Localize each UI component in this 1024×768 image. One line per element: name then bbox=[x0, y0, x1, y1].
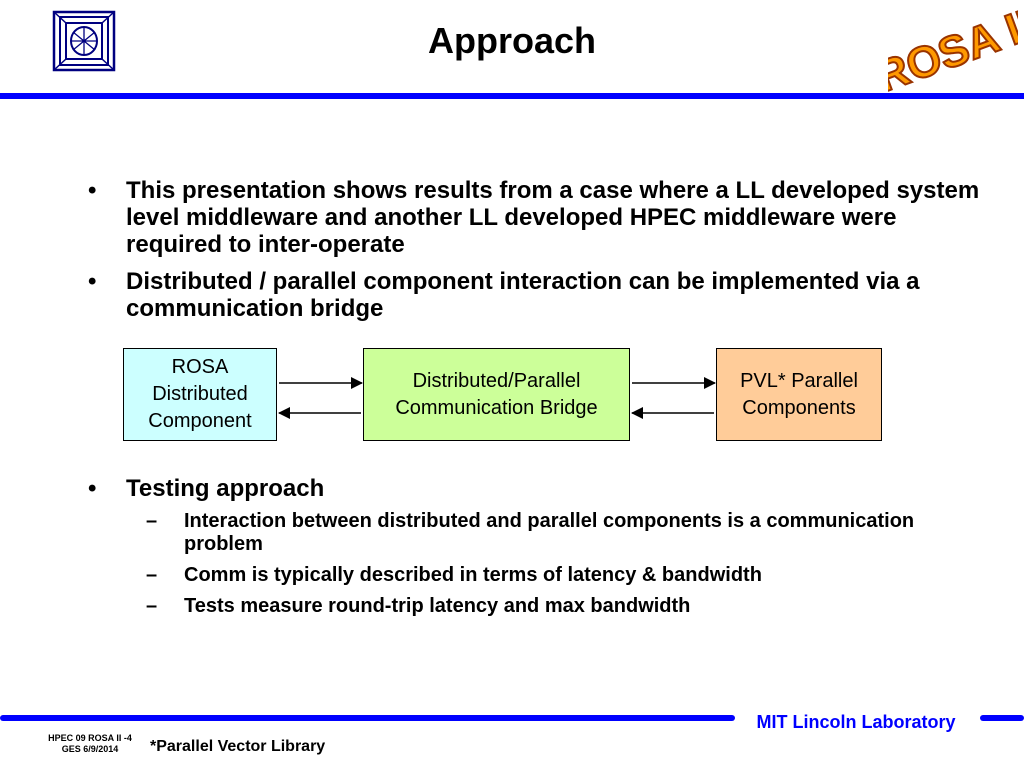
box-line: Component bbox=[148, 410, 252, 432]
box-line: Communication Bridge bbox=[395, 396, 598, 419]
bullet-marker: • bbox=[88, 268, 97, 295]
box-line: ROSA bbox=[171, 356, 229, 378]
sub-text: Comm is typically described in terms of … bbox=[184, 564, 762, 586]
lincoln-lab-logo-icon bbox=[52, 10, 116, 72]
bullet-text: This presentation shows results from a c… bbox=[126, 177, 980, 258]
rosa-component-box: ROSA Distributed Component bbox=[123, 348, 277, 441]
bullet-marker: • bbox=[88, 177, 97, 204]
intro-bullets: • This presentation shows results from a… bbox=[88, 177, 988, 322]
bullet-marker: • bbox=[88, 475, 97, 502]
sub-item: – Comm is typically described in terms o… bbox=[146, 564, 988, 587]
bullet-text: Distributed / parallel component interac… bbox=[126, 268, 920, 322]
bullet-item: • Distributed / parallel component inter… bbox=[88, 268, 988, 322]
top-rule bbox=[0, 93, 1024, 99]
sub-item: – Interaction between distributed and pa… bbox=[146, 510, 988, 556]
sub-marker: – bbox=[146, 595, 158, 617]
testing-bullets: • Testing approach – Interaction between… bbox=[88, 475, 988, 618]
pvl-components-box: PVL* Parallel Components bbox=[716, 348, 882, 441]
bullet-item: • Testing approach bbox=[88, 475, 988, 502]
box-line: Components bbox=[742, 396, 856, 419]
sub-marker: – bbox=[146, 510, 158, 532]
sub-item: – Tests measure round-trip latency and m… bbox=[146, 595, 988, 618]
rosa-ii-logo-text: ROSA II bbox=[888, 1, 1018, 96]
slide-id-line: HPEC 09 ROSA II -4 bbox=[48, 733, 132, 743]
sub-text: Interaction between distributed and para… bbox=[184, 510, 915, 555]
rosa-ii-logo-icon: ROSA II bbox=[888, 0, 1018, 96]
bullet-text: Testing approach bbox=[126, 475, 325, 502]
sub-marker: – bbox=[146, 564, 158, 586]
sub-text: Tests measure round-trip latency and max… bbox=[184, 595, 691, 617]
box-line: Distributed/Parallel bbox=[412, 369, 581, 392]
bottom-rule bbox=[0, 715, 735, 721]
box-line: PVL* Parallel bbox=[740, 369, 858, 392]
bullet-item: • This presentation shows results from a… bbox=[88, 177, 988, 258]
slide-id-line: GES 6/9/2014 bbox=[61, 744, 119, 754]
box-line: Distributed bbox=[152, 383, 248, 405]
communication-bridge-box: Distributed/Parallel Communication Bridg… bbox=[363, 348, 630, 441]
slide-id: HPEC 09 ROSA II -4 GES 6/9/2014 bbox=[30, 733, 150, 755]
page-title: Approach bbox=[427, 20, 596, 61]
footnote: *Parallel Vector Library bbox=[150, 738, 326, 755]
sub-list: – Interaction between distributed and pa… bbox=[88, 510, 988, 618]
bottom-rule-end bbox=[980, 715, 1024, 721]
lab-name: MIT Lincoln Laboratory bbox=[756, 712, 956, 732]
